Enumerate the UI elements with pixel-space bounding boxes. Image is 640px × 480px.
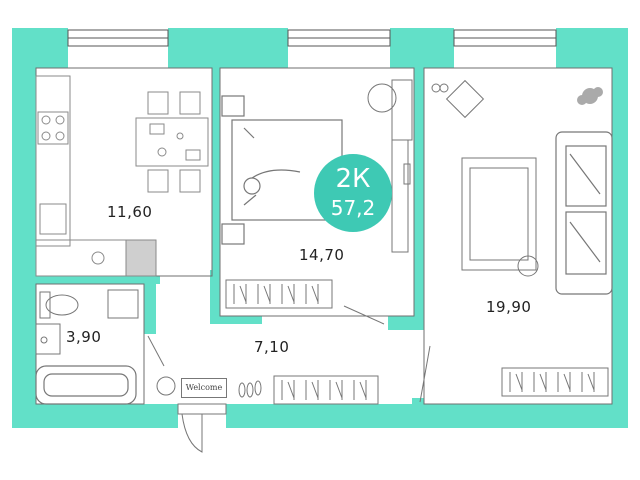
door-icon <box>147 305 431 453</box>
living-room <box>423 67 613 405</box>
wardrobe-icon <box>225 279 333 309</box>
bedroom-room <box>219 67 415 317</box>
dining-table-icon <box>135 91 209 193</box>
wardrobe-icon <box>501 367 609 397</box>
kitchen-set-icon <box>35 75 157 277</box>
doormat: Welcome <box>181 378 227 398</box>
lamp-icon <box>156 376 176 396</box>
kitchen-area-label: 11,60 <box>107 203 153 221</box>
apartment-badge: 2К 57,2 <box>314 154 392 232</box>
wardrobe-icon <box>273 375 379 405</box>
sink-icon <box>91 251 105 265</box>
toilet-icon <box>39 291 79 319</box>
living-area-label: 19,90 <box>486 298 532 316</box>
armchair-icon <box>367 79 413 253</box>
bathroom-area-label: 3,90 <box>66 328 102 346</box>
slippers-icon <box>238 380 262 398</box>
walls <box>12 28 628 428</box>
sink-icon <box>35 289 139 355</box>
plant-icon <box>577 87 603 105</box>
window-icon <box>67 29 557 47</box>
bedroom-area-label: 14,70 <box>299 246 345 264</box>
hall-area-label: 7,10 <box>254 338 290 356</box>
rug-icon <box>461 157 537 271</box>
apartment-type: 2К <box>335 164 371 194</box>
bathtub-icon <box>35 365 137 405</box>
sofa-icon <box>555 131 613 295</box>
apartment-area: 57,2 <box>330 196 376 220</box>
armchair-icon <box>431 79 539 277</box>
kitchen-room <box>35 67 213 277</box>
